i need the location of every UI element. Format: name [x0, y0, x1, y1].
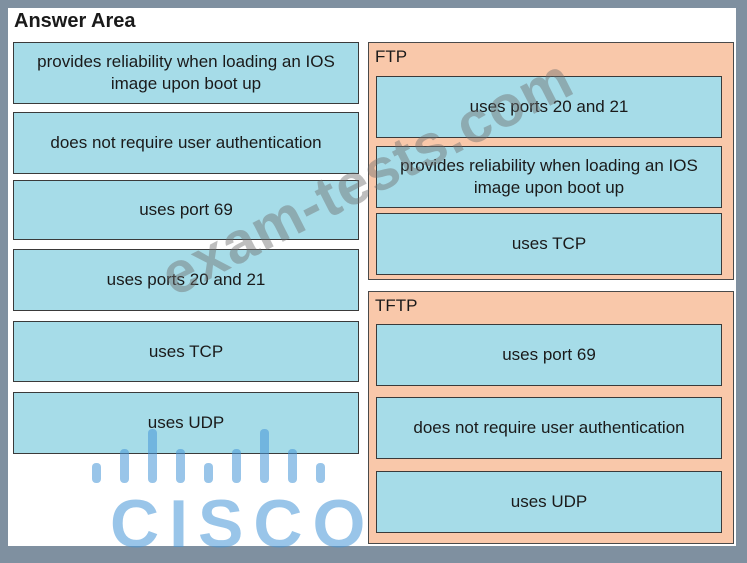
ftp-zone-label: FTP: [375, 47, 408, 66]
option-tile[interactable]: uses TCP: [13, 321, 359, 382]
tftp-answer-tile[interactable]: uses UDP: [376, 471, 722, 533]
option-tile[interactable]: uses UDP: [13, 392, 359, 454]
ftp-answer-tile[interactable]: provides reliability when loading an IOS…: [376, 146, 722, 208]
option-tile[interactable]: does not require user authentication: [13, 112, 359, 174]
answer-area-title: Answer Area: [14, 10, 136, 32]
option-tile[interactable]: uses ports 20 and 21: [13, 249, 359, 311]
option-tile[interactable]: provides reliability when loading an IOS…: [13, 42, 359, 104]
ftp-answer-tile[interactable]: uses ports 20 and 21: [376, 76, 722, 138]
tftp-answer-tile[interactable]: uses port 69: [376, 324, 722, 386]
ftp-answer-tile[interactable]: uses TCP: [376, 213, 722, 275]
tftp-zone-label: TFTP: [375, 296, 418, 315]
answer-area: Answer Area provides reliability when lo…: [8, 8, 736, 546]
tftp-answer-tile[interactable]: does not require user authentication: [376, 397, 722, 459]
option-tile[interactable]: uses port 69: [13, 180, 359, 240]
